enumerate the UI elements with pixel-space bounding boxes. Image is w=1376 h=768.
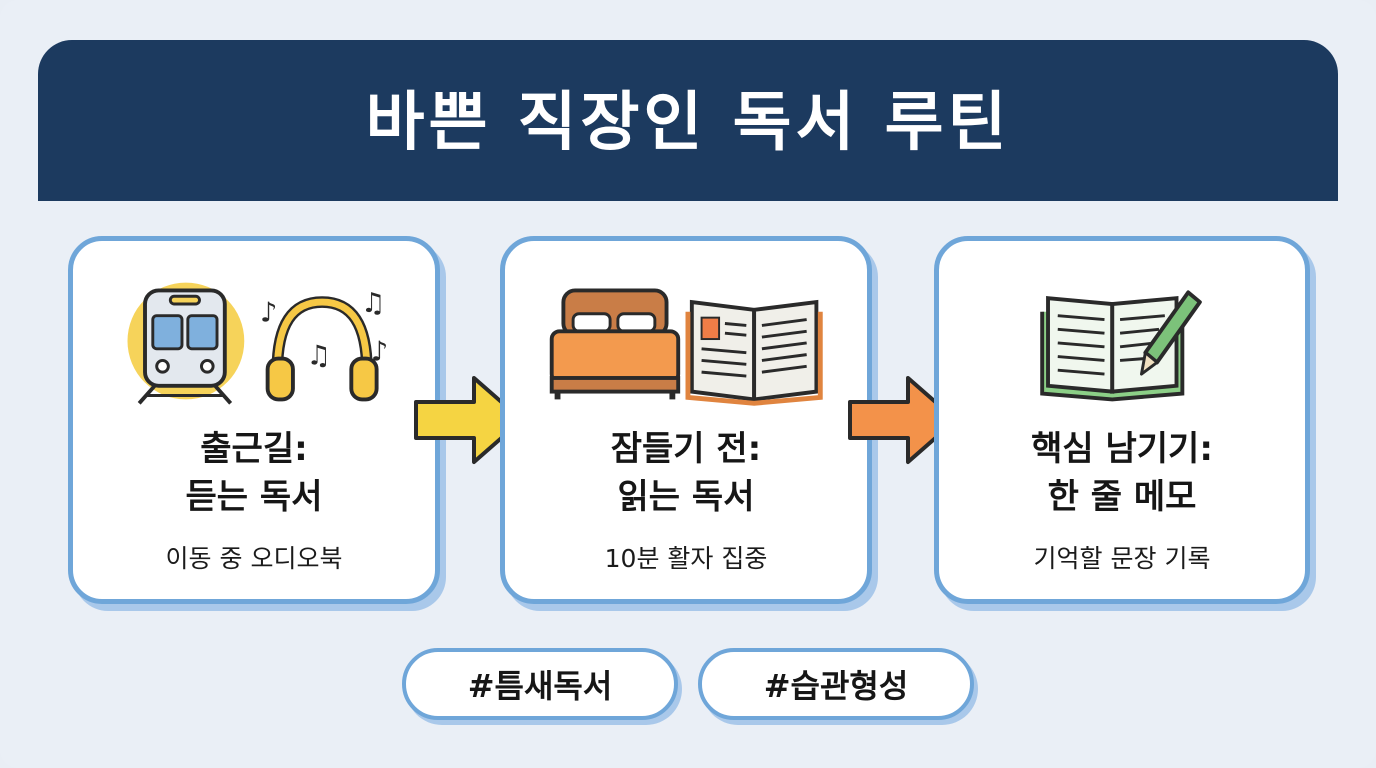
hashtag-badge: #틈새독서 bbox=[402, 648, 678, 720]
train-icon bbox=[127, 282, 245, 405]
step-subtitle: 기억할 문장 기록 bbox=[1033, 544, 1211, 573]
step-title: 핵심 남기기: 한 줄 메모 bbox=[939, 425, 1305, 521]
svg-text:♫: ♫ bbox=[361, 288, 385, 319]
step-title-line2: 읽는 독서 bbox=[617, 477, 755, 517]
hashtag-badge: #습관형성 bbox=[698, 648, 974, 720]
svg-text:♫: ♫ bbox=[307, 340, 331, 371]
step-card-commute: ♪ ♫ ♫ ♪ 출근길: 듣는 독서 이동 중 오디오북 bbox=[68, 236, 440, 604]
svg-text:♪: ♪ bbox=[371, 336, 388, 367]
step-title-line2: 한 줄 메모 bbox=[1047, 477, 1197, 517]
step-title: 잠들기 전: 읽는 독서 bbox=[505, 425, 867, 521]
step-subtitle: 10분 활자 집중 bbox=[604, 544, 768, 573]
arrow-right-icon bbox=[848, 376, 958, 464]
step-subtitle: 이동 중 오디오북 bbox=[165, 544, 343, 573]
headphones-icon bbox=[265, 296, 379, 402]
step-title: 출근길: 듣는 독서 bbox=[73, 425, 435, 521]
title-banner: 바쁜 직장인 독서 루틴 bbox=[38, 40, 1338, 201]
step-card-bedtime: 잠들기 전: 읽는 독서 10분 활자 집중 bbox=[500, 236, 872, 604]
card-2-illustration bbox=[549, 288, 823, 406]
notebook-icon bbox=[1040, 296, 1185, 402]
step-title-line1: 핵심 남기기: bbox=[1031, 429, 1213, 469]
step-title-line2: 듣는 독서 bbox=[185, 477, 323, 517]
bed-icon bbox=[549, 288, 681, 400]
page-title: 바쁜 직장인 독서 루틴 bbox=[365, 85, 1011, 160]
music-note-icon: ♪ ♫ ♫ ♪ bbox=[260, 288, 388, 372]
arrow-right-icon bbox=[414, 376, 524, 464]
step-card-memo: 핵심 남기기: 한 줄 메모 기억할 문장 기록 bbox=[934, 236, 1310, 604]
pen-icon bbox=[1140, 290, 1202, 376]
card-1-illustration: ♪ ♫ ♫ ♪ bbox=[127, 282, 388, 405]
svg-text:♪: ♪ bbox=[260, 298, 277, 329]
card-3-illustration bbox=[1040, 290, 1202, 402]
step-title-line1: 출근길: bbox=[200, 429, 308, 469]
step-title-line1: 잠들기 전: bbox=[610, 429, 762, 469]
open-book-icon bbox=[685, 299, 823, 406]
